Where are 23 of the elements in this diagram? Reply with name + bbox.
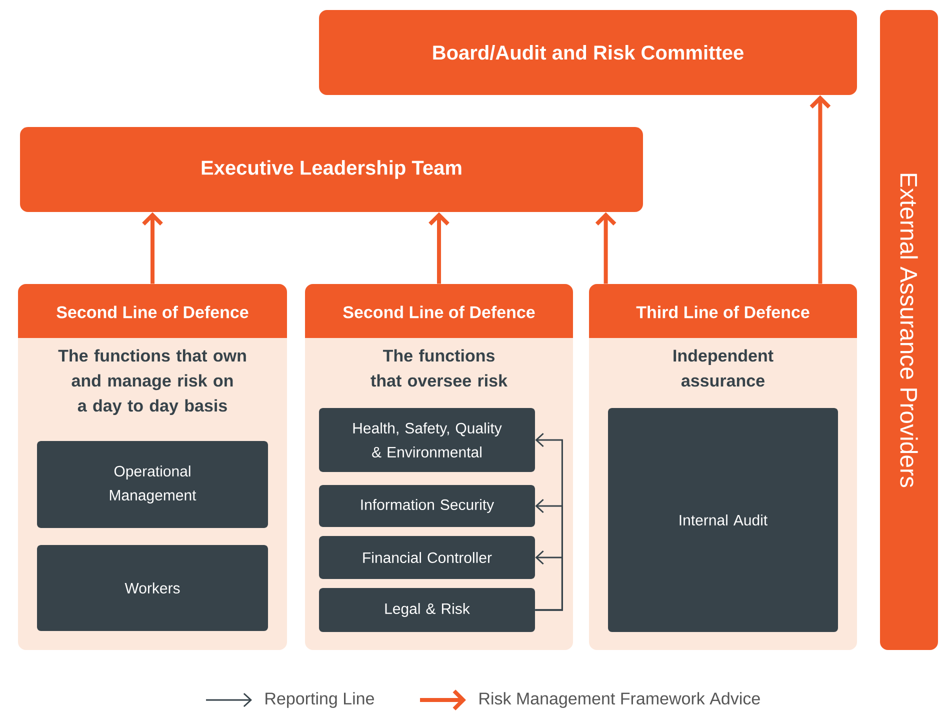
arrow bbox=[535, 550, 563, 611]
function-box: Workers bbox=[37, 545, 268, 631]
function-box: Legal & Risk bbox=[319, 588, 535, 632]
provider-bar: External Assurance Providers bbox=[880, 10, 938, 650]
column-description: The functions that oversee risk bbox=[370, 349, 508, 387]
column-heading: Second Line of Defence bbox=[56, 306, 248, 318]
column-description: The functions that own and manage risk on a day to day basis bbox=[58, 349, 246, 416]
function-box: Information Security bbox=[319, 485, 535, 527]
arrow bbox=[142, 212, 163, 284]
legend-text: Risk Management Framework Advice bbox=[480, 692, 760, 708]
arrow bbox=[595, 212, 616, 284]
function-box: Operational Management bbox=[37, 441, 268, 528]
column-description: Independent assurance bbox=[674, 349, 774, 387]
function-box: Financial Controller bbox=[319, 536, 535, 579]
title-box: Board/Audit and Risk Committee bbox=[319, 10, 857, 95]
arrow bbox=[810, 95, 831, 284]
column-heading: Third Line of Defence bbox=[636, 306, 810, 318]
column-heading: Second Line of Defence bbox=[343, 306, 535, 318]
arrow bbox=[428, 212, 450, 284]
title-box: Executive Leadership Team bbox=[20, 127, 643, 212]
function-box: Health, Safety, Quality & Environmental bbox=[319, 408, 535, 472]
function-box: Internal Audit bbox=[608, 408, 838, 632]
legend-text: Reporting Line bbox=[266, 692, 374, 708]
